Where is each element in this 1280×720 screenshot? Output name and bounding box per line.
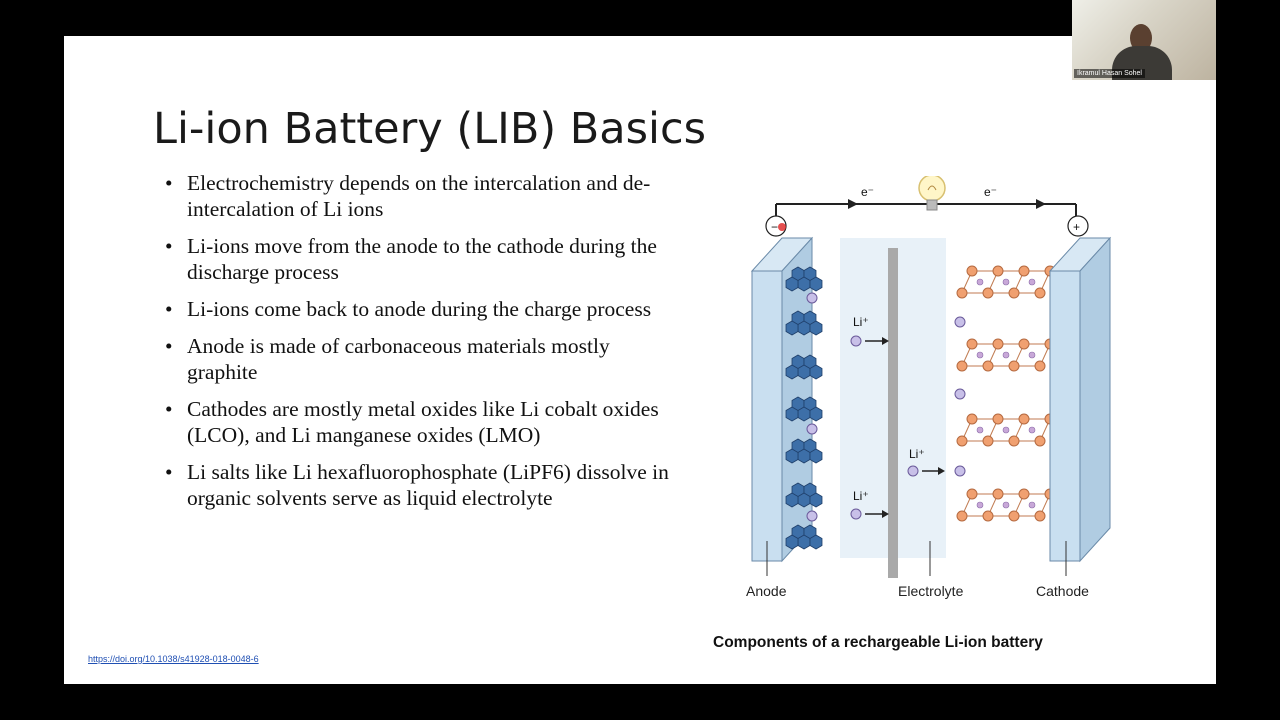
participant-head [1130,24,1152,52]
figure-caption: Components of a rechargeable Li-ion batt… [713,634,1043,651]
li-ion: Li⁺ [850,489,889,520]
electron-label-right: e⁻ [984,185,997,199]
cathode-label: Cathode [1036,583,1089,599]
svg-text:Li⁺: Li⁺ [853,489,869,503]
webcam-thumbnail[interactable]: Ikramul Hasan Sohel [1072,0,1216,80]
separator [888,248,898,578]
presentation-slide: Li-ion Battery (LIB) Basics Electrochemi… [64,36,1216,684]
cathode-plate [1048,236,1112,563]
li-ion-dot [954,388,966,400]
bullet-item: Electrochemistry depends on the intercal… [159,170,679,222]
participant-name: Ikramul Hasan Sohel [1074,69,1145,78]
bullet-item: Anode is made of carbonaceous materials … [159,333,679,385]
slide-title: Li-ion Battery (LIB) Basics [153,104,707,154]
svg-text:Li⁺: Li⁺ [909,447,925,461]
li-ion: Li⁺ [907,447,945,477]
bullet-item: Li-ions come back to anode during the ch… [159,296,679,322]
battery-diagram: e⁻ e⁻ − + [736,174,1126,606]
bullet-item: Li salts like Li hexafluorophosphate (Li… [159,459,679,511]
svg-text:−: − [771,220,778,234]
bullet-list: Electrochemistry depends on the intercal… [159,170,679,522]
svg-text:+: + [1073,220,1080,234]
li-ion: Li⁺ [850,315,889,347]
arrow-right-icon [1036,199,1046,209]
bullet-item: Cathodes are mostly metal oxides like Li… [159,396,679,448]
bullet-item: Li-ions move from the anode to the catho… [159,233,679,285]
li-ion-dot [954,465,966,477]
electron-label-left: e⁻ [861,185,874,199]
svg-text:Li⁺: Li⁺ [853,315,869,329]
minus-terminal-icon: − [765,215,787,237]
graphite-layers [785,266,823,550]
electrolyte-label: Electrolyte [898,583,964,599]
plus-terminal-icon: + [1067,215,1089,237]
arrow-right-icon [848,199,858,209]
cathode-layers [956,265,1056,522]
citation-link[interactable]: https://doi.org/10.1038/s41928-018-0048-… [88,654,259,664]
anode-label: Anode [746,583,787,599]
laser-pointer [778,223,786,231]
li-ion-dot [954,316,966,328]
